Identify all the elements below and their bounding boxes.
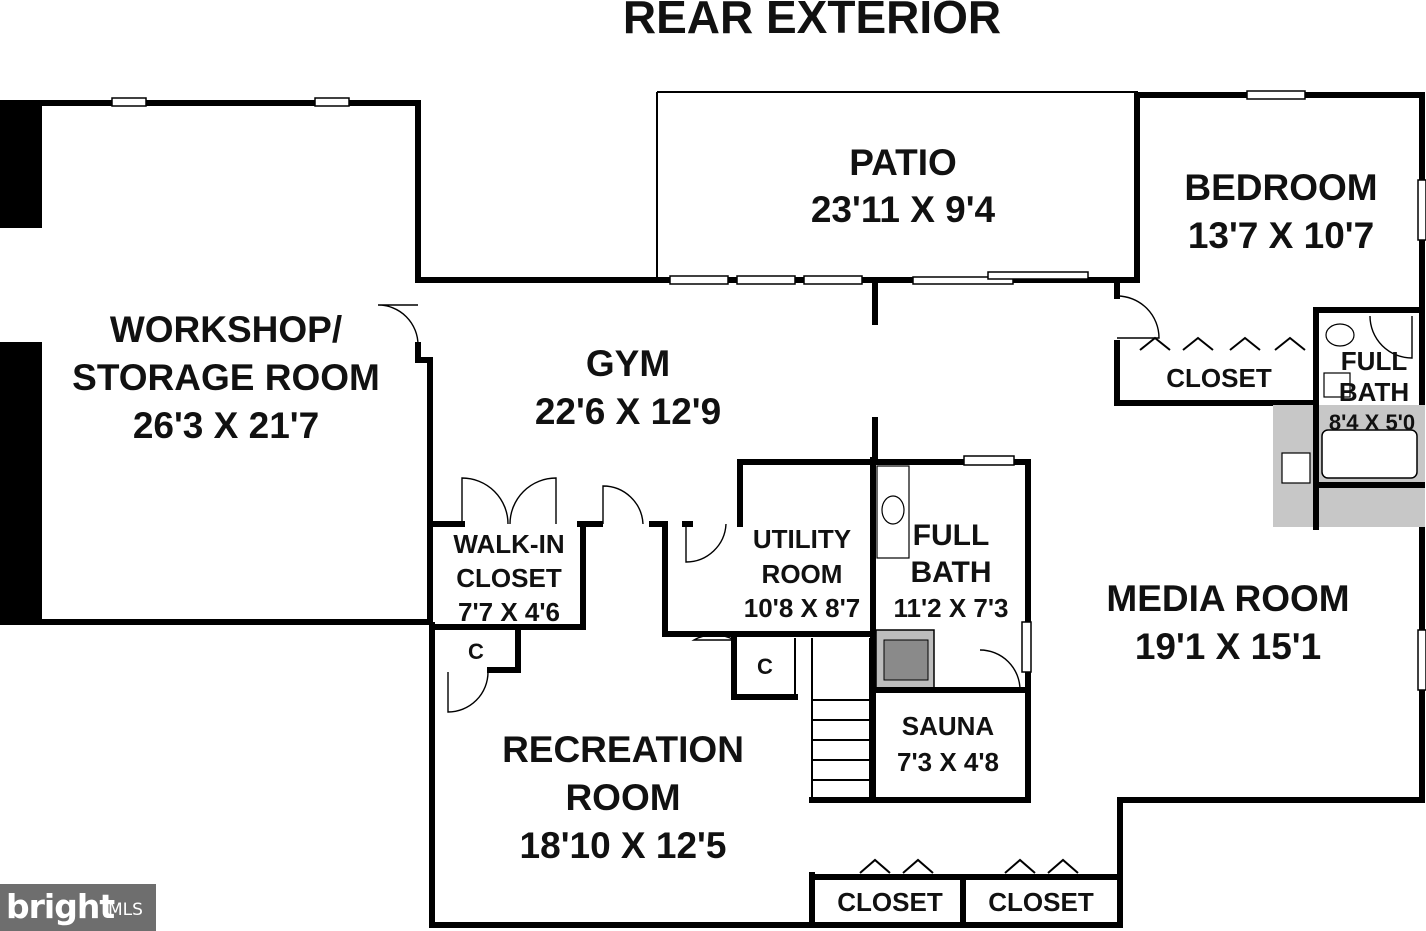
- sauna-name: SAUNA: [902, 711, 995, 741]
- bedroom-name: BEDROOM: [1184, 167, 1377, 208]
- patio-name: PATIO: [849, 142, 957, 183]
- room-closet-c1: C: [468, 639, 484, 664]
- room-workshop: WORKSHOP/ STORAGE ROOM 26'3 X 21'7: [72, 309, 380, 446]
- workshop-dims: 26'3 X 21'7: [133, 405, 319, 446]
- walk-in-line1: WALK-IN: [453, 529, 564, 559]
- plan-title: REAR EXTERIOR: [623, 0, 1001, 43]
- workshop-name-line1: WORKSHOP/: [110, 309, 342, 350]
- closet-bedroom-name: CLOSET: [1166, 363, 1272, 393]
- closet-c1-name: C: [468, 639, 484, 664]
- room-full-bath: FULL BATH 11'2 X 7'3: [893, 519, 1008, 623]
- room-utility: UTILITY ROOM 10'8 X 8'7: [744, 524, 860, 623]
- patio-dims: 23'11 X 9'4: [811, 189, 996, 230]
- main-walls: [415, 90, 1426, 928]
- gym-name: GYM: [586, 343, 670, 384]
- room-closet-c2: C: [757, 654, 773, 679]
- recreation-line2: ROOM: [565, 777, 680, 818]
- bedroom-walls: [1114, 279, 1318, 406]
- workshop-name-line2: STORAGE ROOM: [72, 357, 380, 398]
- room-sauna: SAUNA 7'3 X 4'8: [897, 711, 999, 777]
- logo-brand: bright: [6, 887, 115, 926]
- sauna-walls: [870, 687, 1031, 803]
- stairs: [794, 638, 876, 803]
- sauna-dims: 7'3 X 4'8: [897, 747, 999, 777]
- full-bath-line1: FULL: [913, 519, 990, 552]
- utility-walls: [649, 459, 876, 637]
- room-closet-right: CLOSET: [988, 887, 1094, 917]
- small-bath-line1: FULL: [1341, 346, 1408, 376]
- utility-dims: 10'8 X 8'7: [744, 593, 860, 623]
- bedroom-dims: 13'7 X 10'7: [1188, 215, 1374, 256]
- room-walk-in-closet: WALK-IN CLOSET 7'7 X 4'6: [453, 529, 564, 627]
- closet-c1-walls: [447, 624, 521, 713]
- full-bath-dims: 11'2 X 7'3: [893, 593, 1008, 623]
- workshop-door: [377, 304, 419, 346]
- walk-in-closet-walls: [429, 477, 644, 630]
- room-closet-bedroom: CLOSET: [1166, 363, 1272, 393]
- room-full-bath-small: FULL BATH 8'4 X 5'0: [1329, 346, 1415, 435]
- workshop-walls: [0, 97, 433, 625]
- recreation-dims: 18'10 X 12'5: [520, 825, 727, 866]
- bright-mls-logo: bright MLS: [0, 884, 156, 931]
- room-closet-left: CLOSET: [837, 887, 943, 917]
- room-media: MEDIA ROOM 19'1 X 15'1: [1106, 578, 1349, 667]
- room-gym: GYM 22'6 X 12'9: [535, 343, 721, 432]
- closet-c2-walls: [691, 633, 798, 700]
- walk-in-line2: CLOSET: [456, 563, 562, 593]
- full-bath-walls: [870, 455, 1032, 803]
- small-bath-walls: [1273, 307, 1425, 530]
- small-bath-line2: BATH: [1339, 377, 1409, 407]
- closet-c2-name: C: [757, 654, 773, 679]
- closet-left-name: CLOSET: [837, 887, 943, 917]
- gym-dims: 22'6 X 12'9: [535, 391, 721, 432]
- logo-suffix: MLS: [108, 900, 143, 920]
- room-recreation: RECREATION ROOM 18'10 X 12'5: [502, 729, 744, 866]
- media-name: MEDIA ROOM: [1106, 578, 1349, 619]
- walk-in-dims: 7'7 X 4'6: [458, 597, 560, 627]
- bottom-closets-walls: [809, 858, 1120, 928]
- room-bedroom: BEDROOM 13'7 X 10'7: [1184, 167, 1377, 256]
- room-patio: PATIO 23'11 X 9'4: [811, 142, 996, 230]
- recreation-line1: RECREATION: [502, 729, 744, 770]
- utility-line1: UTILITY: [753, 524, 851, 554]
- utility-line2: ROOM: [762, 559, 843, 589]
- closet-right-name: CLOSET: [988, 887, 1094, 917]
- media-dims: 19'1 X 15'1: [1135, 626, 1321, 667]
- patio-walls: [656, 91, 1138, 278]
- full-bath-line2: BATH: [910, 556, 991, 589]
- small-bath-dims: 8'4 X 5'0: [1329, 410, 1415, 435]
